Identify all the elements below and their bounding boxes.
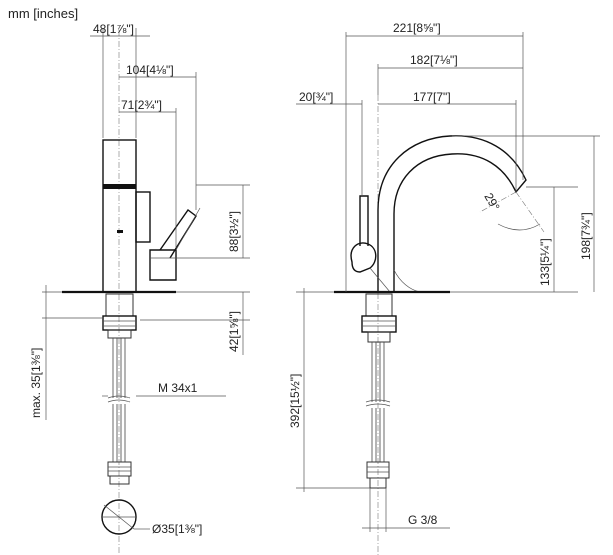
front-lever: [159, 209, 197, 259]
side-handle-knob: [350, 242, 377, 273]
dim-angle-label: 29°: [481, 191, 502, 214]
front-shank-bottom: [107, 329, 132, 339]
dim-lever-height-label: 88[3½"]: [227, 211, 241, 252]
dim-width-label: 48[1⅞"]: [93, 22, 134, 36]
side-shank: [365, 293, 393, 317]
front-shank: [105, 293, 134, 317]
front-nut: [102, 315, 137, 331]
connection-label: G 3/8: [408, 513, 438, 527]
dim-handle-reach-label: 104[4⅛"]: [126, 63, 174, 77]
dim-diameter-label: Ø35[1⅜"]: [152, 522, 202, 536]
front-lever-base: [149, 249, 177, 281]
dim-outlet-height-label: 133[5¼"]: [538, 238, 552, 286]
dim-hose-length-label: 392[15½"]: [288, 374, 302, 428]
side-spout: [377, 135, 527, 292]
dim-offset-label: 20[¾"]: [299, 90, 333, 104]
dim-max-thickness-label: max. 35[1⅜"]: [29, 348, 43, 418]
front-hose-fitting: [107, 461, 132, 477]
side-view: 221[8⅝"] 182[7⅛"] 20[¾"] 177[7"] 29° 133…: [288, 21, 600, 555]
front-body-band: [103, 184, 136, 189]
angle-arc: [497, 223, 541, 231]
front-body-mark: [117, 230, 123, 233]
side-lever: [359, 195, 369, 246]
front-view: 48[1⅞"] 104[4⅛"] 71[2¾"] 88[3½"] 42[1⅝"]…: [29, 22, 250, 555]
dim-total-reach-label: 221[8⅝"]: [393, 21, 441, 35]
thread-label: M 34x1: [158, 381, 198, 395]
dim-total-height-label: 198[7¾"]: [579, 212, 593, 260]
dim-spout-inner-label: 177[7"]: [413, 90, 451, 104]
side-nut: [361, 315, 397, 333]
dim-spout-reach-label: 182[7⅛"]: [410, 53, 458, 67]
dim-base-height-label: 42[1⅝"]: [227, 311, 241, 352]
front-body: [102, 139, 137, 293]
front-lever-edge: [175, 207, 201, 251]
front-handle-block: [135, 191, 151, 243]
units-label: mm [inches]: [8, 6, 78, 21]
dim-lever-label: 71[2¾"]: [121, 98, 162, 112]
